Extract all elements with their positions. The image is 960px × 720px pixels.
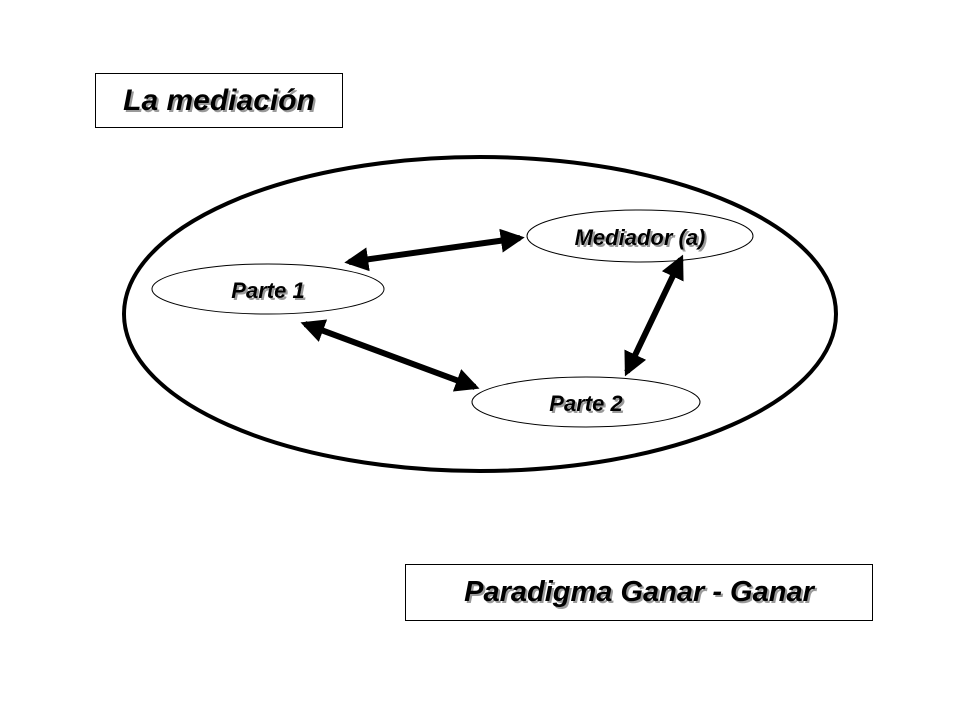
party2-node (471, 376, 701, 428)
footer-box: Paradigma Ganar - Ganar (405, 564, 873, 621)
footer-title: Paradigma Ganar - Ganar (464, 576, 814, 608)
outer-ellipse (122, 155, 838, 473)
party2-label: Parte 2 (549, 391, 623, 416)
party1-label: Parte 1 (231, 278, 304, 303)
title-box: La mediación (95, 73, 343, 128)
party1-node (151, 263, 385, 315)
page-title: La mediación (123, 83, 315, 117)
arrow-party1-mediator (344, 228, 525, 272)
arrow-mediator-party2 (624, 254, 684, 377)
arrow-party1-party2 (300, 319, 480, 392)
mediator-label: Mediador (a) (575, 225, 706, 250)
